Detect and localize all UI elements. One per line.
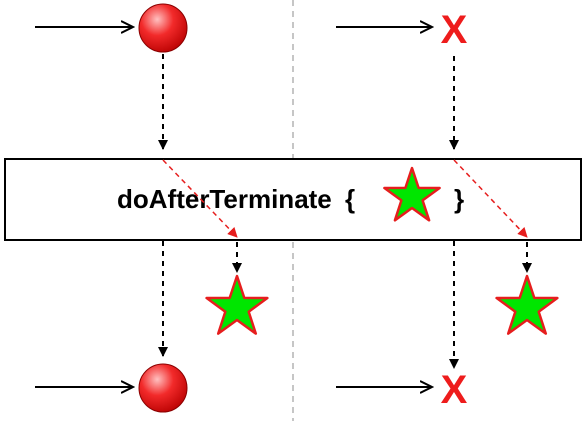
operator-box <box>4 158 582 241</box>
operator-star-icon <box>383 166 441 222</box>
operator-name: doAfterTerminate <box>117 184 332 214</box>
right-input-error-x-icon: X <box>441 8 468 52</box>
right-output-error-x-icon: X <box>441 368 468 412</box>
left-input-completion-ball-icon <box>138 3 188 53</box>
operator-close-brace: } <box>454 184 464 214</box>
operator-label: doAfterTerminate { <box>117 184 355 214</box>
right-side-effect-star-icon <box>495 274 559 335</box>
left-output-completion-ball-icon <box>138 363 188 413</box>
operator-open-brace: { <box>345 184 355 214</box>
left-side-effect-star-icon <box>205 274 269 335</box>
